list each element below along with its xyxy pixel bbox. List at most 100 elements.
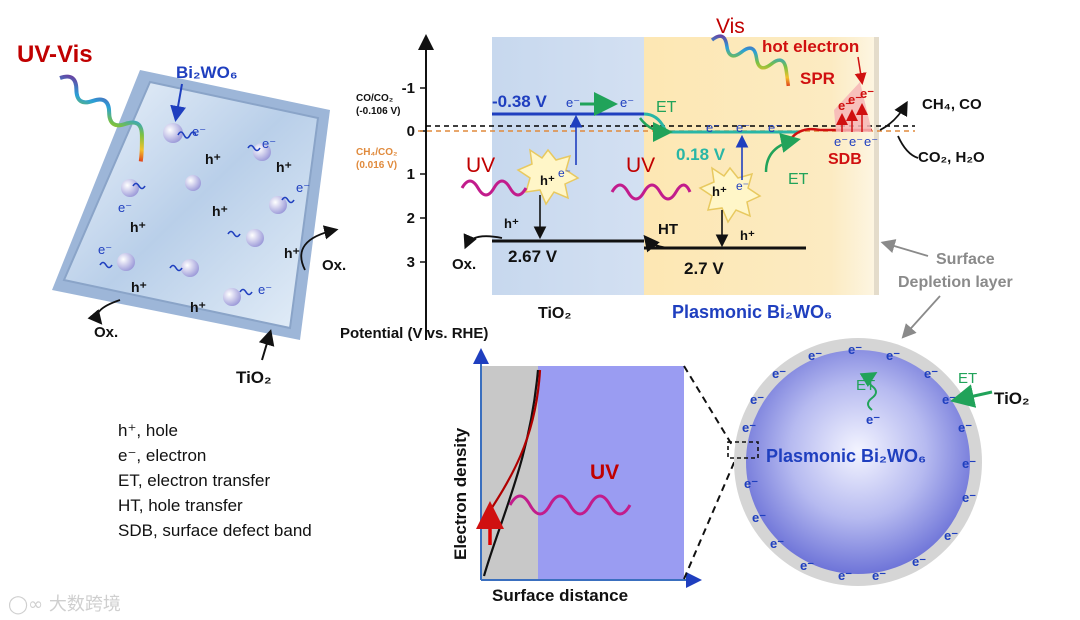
spr-label: SPR [800, 69, 835, 88]
hot-electron-arrows [836, 103, 868, 132]
svg-text:e⁻: e⁻ [924, 366, 938, 381]
tio2-pointer [258, 329, 275, 361]
bwo-cb-value: 0.18 V [676, 145, 726, 164]
svg-text:h⁺: h⁺ [212, 203, 228, 219]
svg-text:e⁻: e⁻ [750, 392, 764, 407]
svg-text:e⁻: e⁻ [962, 490, 976, 505]
depletion-pointer-top [880, 239, 929, 257]
legend-item-et: ET, electron transfer [118, 471, 271, 490]
bwo-burst-electron: e⁻ [736, 179, 749, 193]
tick-label-1: 1 [407, 166, 415, 183]
bwo-vb-hole: h⁺ [740, 228, 755, 243]
tick-label-2: 2 [407, 210, 415, 227]
uv-vis-wave [59, 74, 144, 162]
crystal-hole-labels: h⁺ h⁺ h⁺ h⁺ h⁺ h⁺ h⁺ [130, 151, 300, 315]
svg-text:h⁺: h⁺ [190, 299, 206, 315]
hot-electron-label: hot electron [762, 37, 859, 56]
density-uv-label: UV [590, 461, 619, 484]
ox-label-left: Ox. [94, 324, 118, 341]
bwo-cb-electrons: e⁻ e⁻ e⁻ e⁻ e⁻ e⁻ [706, 120, 878, 149]
svg-text:e⁻: e⁻ [886, 348, 900, 363]
band-ox-label: Ox. [452, 256, 476, 273]
co-line-label: CO/CO₂ [356, 93, 393, 104]
svg-text:e⁻: e⁻ [118, 200, 132, 215]
outer-et-arrow [950, 384, 993, 408]
tio2-uv-wave [460, 179, 528, 197]
svg-text:e⁻: e⁻ [736, 120, 750, 135]
potential-axis-label: Potential (V vs. RHE) [340, 325, 488, 342]
reactants-label: CO₂, H₂O [918, 149, 985, 166]
uv-vis-label: UV-Vis [17, 41, 93, 68]
ox-arrow-right [300, 225, 339, 271]
svg-text:e⁻: e⁻ [872, 568, 886, 583]
shell-electrons: e⁻ e⁻ e⁻ e⁻ e⁻ e⁻ e⁻ e⁻ e⁻ e⁻ e⁻ e⁻ e⁻ e… [742, 342, 976, 583]
tio2-uv-burst [516, 148, 580, 206]
bwo-region-label: Plasmonic Bi₂WO₆ [672, 302, 832, 322]
density-ylabel: Electron density [451, 427, 470, 560]
tick-label-0: 0 [407, 123, 415, 140]
tio2-electron-label-2: e⁻ [620, 95, 634, 110]
sdb-label: SDB [828, 151, 862, 168]
tio2-cb-value: -0.38 V [492, 92, 547, 111]
depletion-layer-label: Depletion layer [898, 274, 1013, 291]
electron-waves [99, 131, 295, 296]
products-label: CH₄, CO [922, 96, 982, 113]
vis-wave [710, 34, 791, 87]
svg-text:e⁻: e⁻ [768, 120, 782, 135]
legend-item-electron: e⁻, electron [118, 446, 207, 465]
watermark-text: 大数跨境 [48, 594, 121, 615]
et-arrow-1 [638, 117, 673, 142]
svg-text:e⁻: e⁻ [98, 242, 112, 257]
svg-text:e⁻: e⁻ [296, 180, 310, 195]
crystal-electron-labels: e⁻ e⁻ e⁻ e⁻ e⁻ e⁻ [98, 124, 310, 297]
depletion-edge [874, 37, 879, 295]
svg-text:e⁻: e⁻ [742, 420, 756, 435]
svg-text:e⁻: e⁻ [752, 510, 766, 525]
tio2-electron-label: e⁻ [566, 95, 580, 110]
tio2-excitation: h⁺ e⁻ [516, 114, 583, 240]
ht-label: HT [658, 221, 678, 238]
svg-text:e⁻: e⁻ [258, 282, 272, 297]
svg-text:e⁻: e⁻ [262, 136, 276, 151]
co-line-value: (-0.106 V) [356, 106, 400, 117]
watermark-logo-icon: ◯∞ [8, 594, 44, 615]
ch4-line-value: (0.016 V) [356, 160, 397, 171]
tio2-vb-hole: h⁺ [504, 216, 519, 231]
surface-label: Surface [936, 251, 995, 268]
svg-text:h⁺: h⁺ [284, 245, 300, 261]
tio2-burst-hole: h⁺ [540, 173, 555, 188]
svg-text:h⁺: h⁺ [205, 151, 221, 167]
svg-text:e⁻: e⁻ [706, 120, 720, 135]
depletion-zone [482, 366, 538, 579]
bwo-burst-hole: h⁺ [712, 184, 727, 199]
bwo-uv-wave [610, 183, 692, 201]
svg-text:e⁻: e⁻ [958, 420, 972, 435]
tio2-vb-value: 2.67 V [508, 247, 558, 266]
svg-text:h⁺: h⁺ [276, 159, 292, 175]
svg-text:e⁻: e⁻ [866, 412, 880, 427]
tio2-region [492, 37, 644, 295]
svg-text:e⁻: e⁻ [860, 86, 874, 101]
svg-text:e⁻: e⁻ [962, 456, 976, 471]
density-xlabel: Surface distance [492, 586, 628, 605]
bwo-uv-label: UV [626, 154, 655, 177]
tio2-region-label: TiO₂ [538, 305, 571, 322]
electron-hole-pairs [117, 123, 287, 306]
svg-text:h⁺: h⁺ [130, 219, 146, 235]
product-arrow [879, 100, 908, 131]
outer-et-label: ET [958, 370, 977, 387]
zoom-line-bottom [683, 457, 737, 580]
potential-tick-labels: -1 0 1 2 3 [402, 80, 415, 271]
particle-tio2-label: TiO₂ [994, 389, 1030, 408]
et-arrow-2 [764, 133, 801, 173]
svg-text:e⁻: e⁻ [800, 558, 814, 573]
zoom-line-top [683, 365, 733, 446]
svg-text:e⁻: e⁻ [834, 134, 848, 149]
et-label-1: ET [656, 99, 677, 116]
black-density-curve [482, 369, 540, 577]
legend-item-ht: HT, hole transfer [118, 496, 243, 515]
svg-text:e⁻: e⁻ [838, 568, 852, 583]
svg-text:e⁻: e⁻ [808, 348, 822, 363]
hot-electron-pointer [854, 56, 867, 85]
